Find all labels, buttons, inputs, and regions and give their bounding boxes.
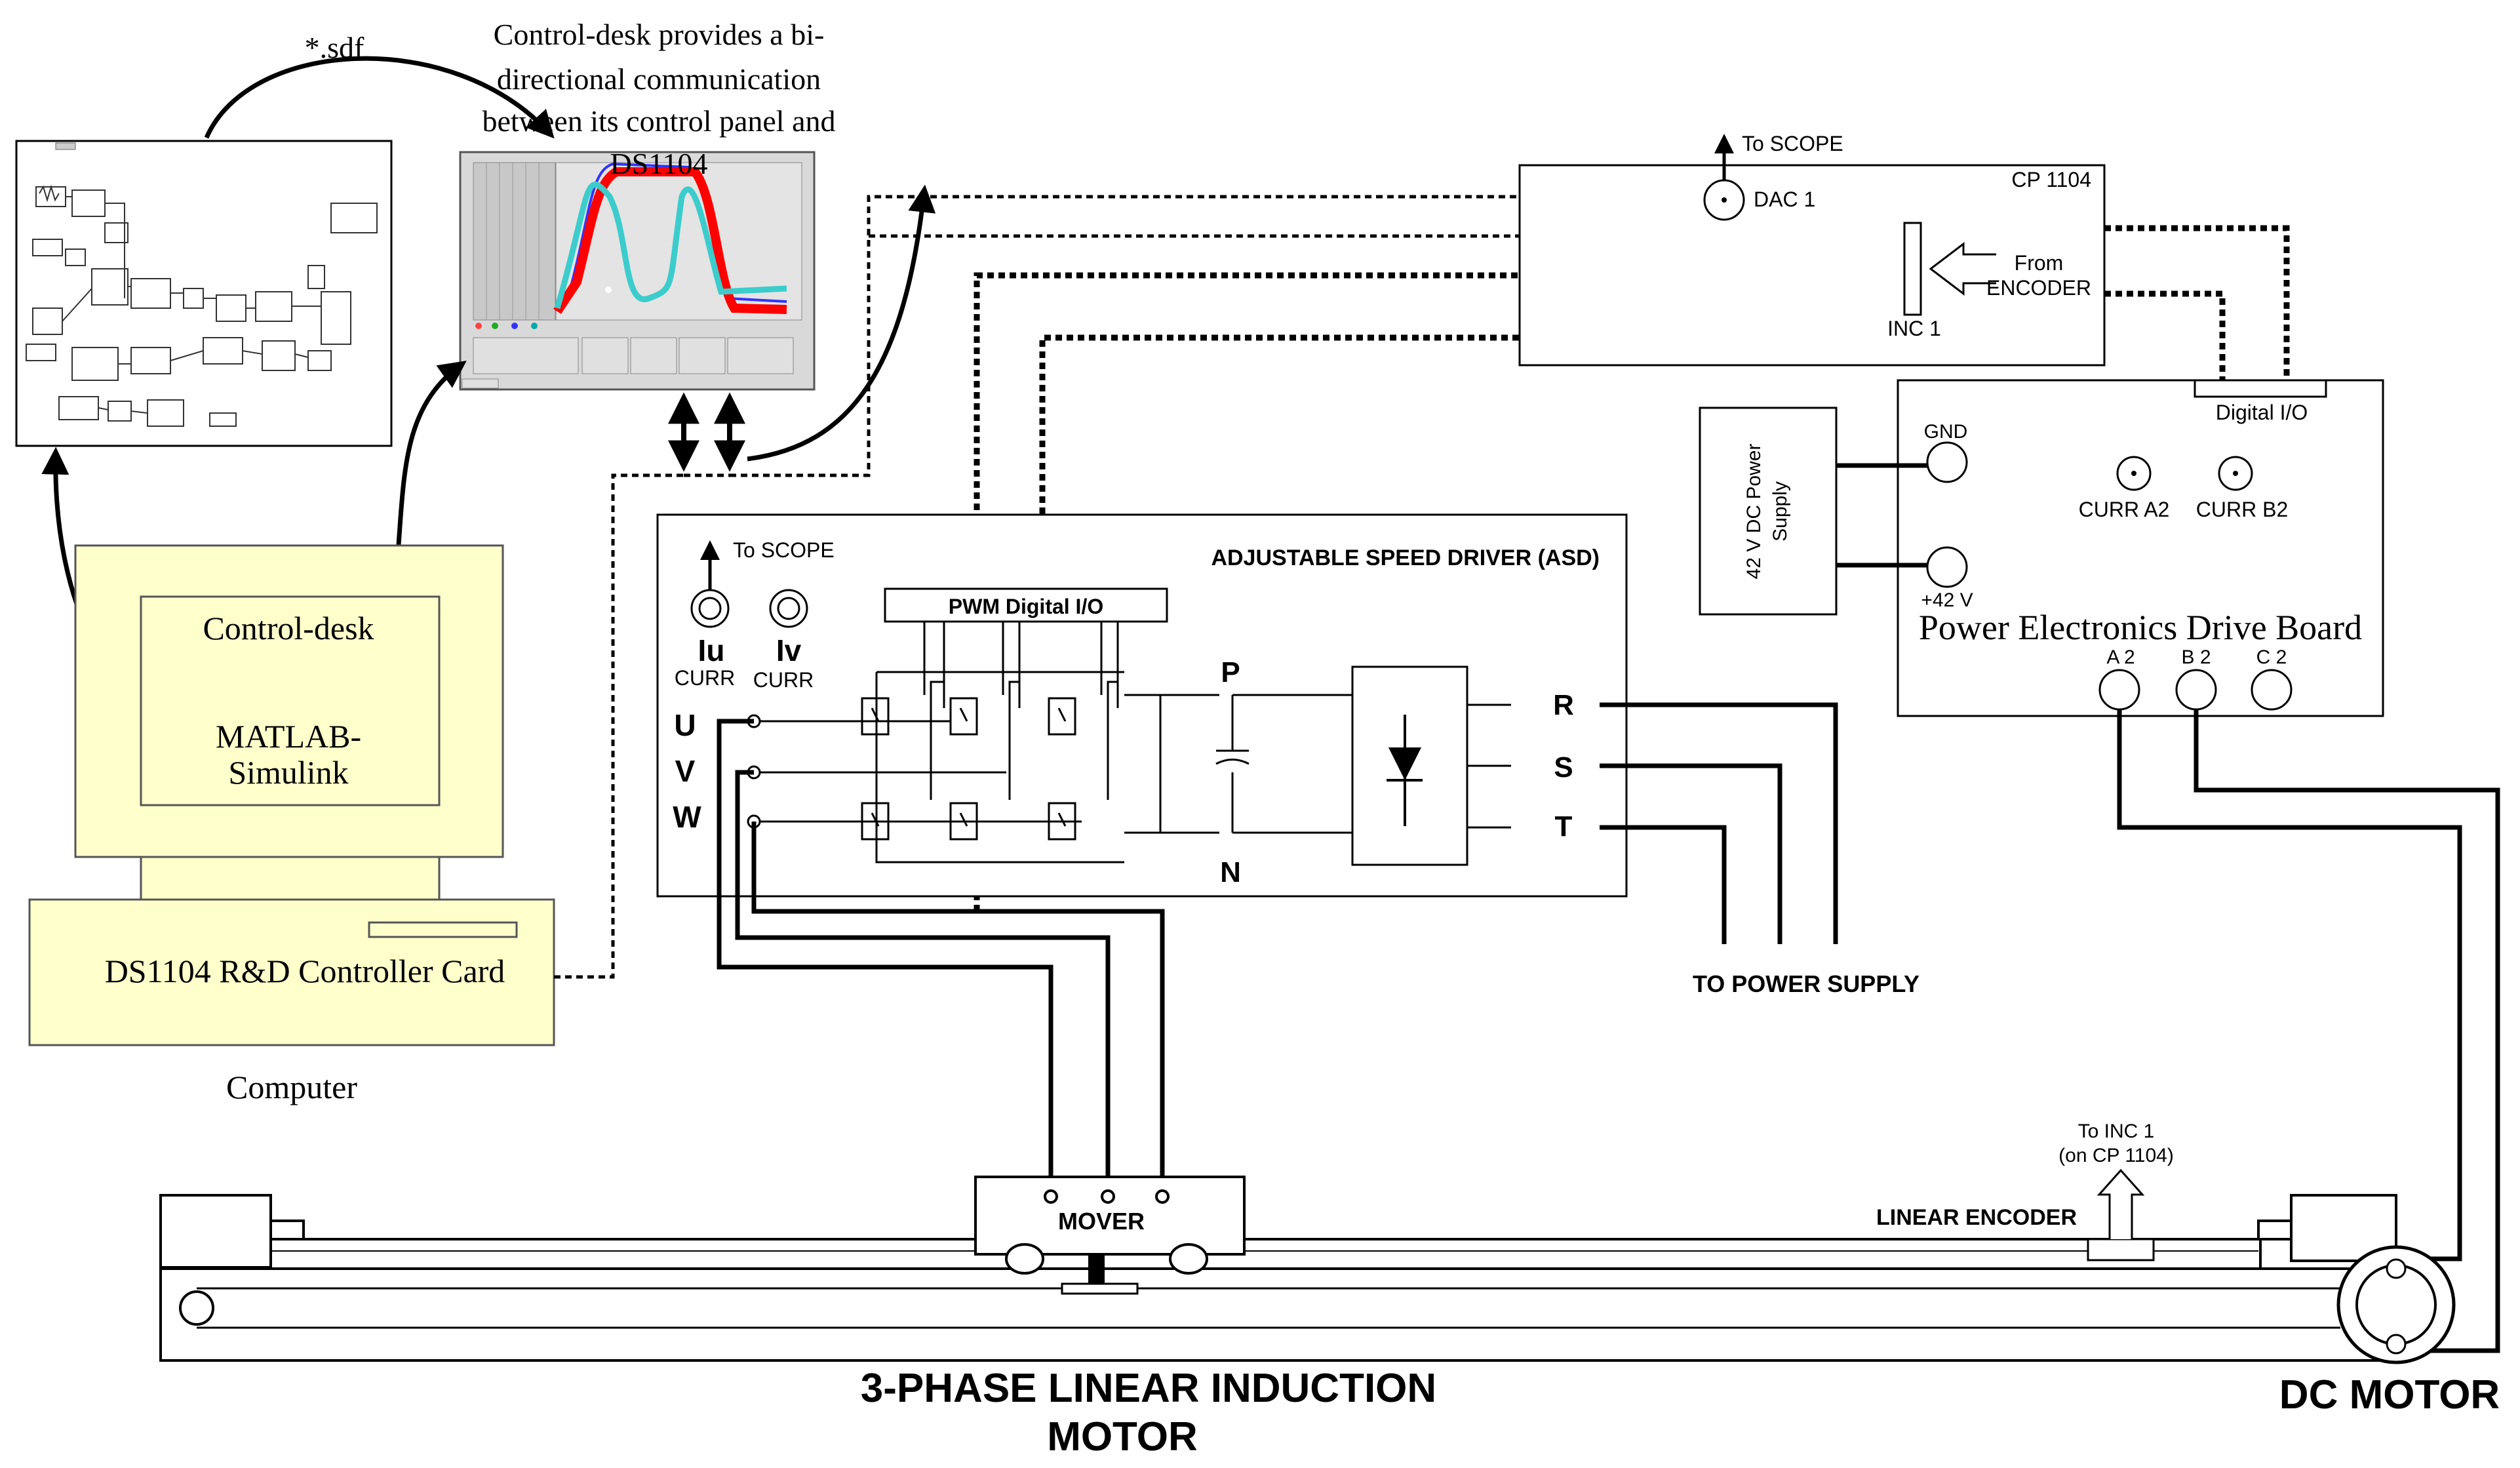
iv-label: Iv xyxy=(776,633,802,667)
asd-to-scope: To SCOPE xyxy=(733,538,835,562)
board-title: Power Electronics Drive Board xyxy=(1919,608,2362,647)
svg-text:(on CP 1104): (on CP 1104) xyxy=(2058,1145,2174,1166)
c2-label: C 2 xyxy=(2256,646,2287,668)
v-label: V xyxy=(675,754,696,788)
drive-board: Digital I/O GND +42 V CURR A2 CURR B2 Po… xyxy=(1897,379,2384,717)
cp1104-to-scope: To SCOPE xyxy=(1742,132,1843,155)
dac1-label: DAC 1 xyxy=(1754,188,1815,211)
a2-label: A 2 xyxy=(2106,646,2135,668)
a2-connector xyxy=(2098,669,2140,711)
inc1-label: INC 1 xyxy=(1887,317,1941,340)
asd-title: ADJUSTABLE SPEED DRIVER (ASD) xyxy=(1211,546,1600,570)
svg-text:CURR: CURR xyxy=(675,666,735,690)
svg-text:To INC 1: To INC 1 xyxy=(2078,1121,2155,1142)
sdf-arc xyxy=(204,56,555,139)
svg-text:DS1104: DS1104 xyxy=(610,147,707,180)
dc-power-supply: 42 V DC Power Supply xyxy=(1699,407,1927,616)
simulink-model-thumbnail xyxy=(15,140,393,447)
to-power-supply: TO POWER SUPPLY xyxy=(1693,970,1920,997)
curr-b2-label: CURR B2 xyxy=(2196,498,2288,521)
pwm-label: PWM Digital I/O xyxy=(949,595,1103,618)
monitor-screen xyxy=(140,595,441,806)
computer: Control-desk MATLAB- Simulink DS1104 R&D… xyxy=(28,544,555,1105)
inverter-bridge xyxy=(760,622,1360,863)
iu-label: Iu xyxy=(698,633,725,667)
gnd-label: GND xyxy=(1924,421,1968,443)
from-label: From xyxy=(2015,251,2064,275)
inc1-connector xyxy=(1903,222,1922,316)
dc-motor-caption: DC MOTOR xyxy=(2279,1372,2500,1418)
trace-red xyxy=(553,167,787,314)
b2-label: B 2 xyxy=(2181,646,2211,668)
controldesk-panel-thumbnail xyxy=(459,151,816,391)
monitor-neck xyxy=(140,856,441,901)
linear-motor-rail: MOVER To INC 1 (on CP 1104) LINEAR ENCOD… xyxy=(159,1121,2456,1364)
asd-box: ADJUSTABLE SPEED DRIVER (ASD) To SCOPE I… xyxy=(656,513,1628,898)
plus42-connector xyxy=(1926,546,1968,588)
cp1104-box: CP 1104 To SCOPE DAC 1 INC 1 From ENCODE… xyxy=(1518,132,2106,367)
w-label: W xyxy=(673,800,701,834)
svg-text:CURR: CURR xyxy=(753,668,814,692)
mover-label: MOVER xyxy=(1058,1208,1145,1235)
left-end-block xyxy=(159,1194,272,1269)
lim-caption-2: MOTOR xyxy=(1047,1414,1198,1459)
plus42-label: +42 V xyxy=(1921,589,1973,611)
digital-io-connector xyxy=(2194,379,2327,398)
linear-encoder xyxy=(2087,1238,2155,1261)
p-label: P xyxy=(1221,656,1240,688)
phase-wires xyxy=(717,719,1165,1197)
controldesk-note: Control-desk provides a bi- directional … xyxy=(482,18,835,180)
t-label: T xyxy=(1555,810,1573,843)
trace-cyan xyxy=(554,182,787,309)
from-encoder-arrow xyxy=(1929,241,1996,296)
matlab-label-1: MATLAB- xyxy=(216,718,361,755)
r-label: R xyxy=(1553,689,1574,721)
svg-text:Supply: Supply xyxy=(1769,481,1791,542)
to-inc1-arrow xyxy=(2097,1168,2145,1239)
lim-caption-1: 3-PHASE LINEAR INDUCTION xyxy=(861,1366,1436,1411)
cp1104-title: CP 1104 xyxy=(2011,168,2091,191)
c2-connector xyxy=(2251,669,2293,711)
card-label: DS1104 R&D Controller Card xyxy=(105,953,505,989)
rail-base xyxy=(159,1267,2397,1362)
sdf-label: *.sdf xyxy=(305,31,364,64)
linear-encoder-label: LINEAR ENCODER xyxy=(1876,1205,2077,1230)
controldesk-label: Control-desk xyxy=(203,610,374,646)
power-supply-wires xyxy=(1600,702,1838,944)
drive-slot xyxy=(368,921,518,938)
s-label: S xyxy=(1554,751,1573,784)
encoder-label: ENCODER xyxy=(1986,276,2091,300)
b2-connector xyxy=(2175,669,2217,711)
curr-a2-label: CURR A2 xyxy=(2079,498,2170,521)
dc-motor-wires xyxy=(2117,709,2500,1353)
pwm-box xyxy=(884,587,1168,623)
n-label: N xyxy=(1220,856,1241,888)
u-label: U xyxy=(674,708,696,742)
computer-caption: Computer xyxy=(226,1069,357,1105)
rail-track xyxy=(269,1238,2262,1270)
svg-text:42 V DC Power: 42 V DC Power xyxy=(1743,444,1765,580)
matlab-label-2: Simulink xyxy=(228,754,348,791)
svg-text:Control-desk provides a bi-: Control-desk provides a bi- xyxy=(494,18,825,51)
svg-text:directional communication: directional communication xyxy=(497,62,821,96)
svg-text:between its control panel and: between its control panel and xyxy=(482,104,835,138)
gnd-connector xyxy=(1926,441,1968,483)
digital-io-label: Digital I/O xyxy=(2216,401,2308,424)
